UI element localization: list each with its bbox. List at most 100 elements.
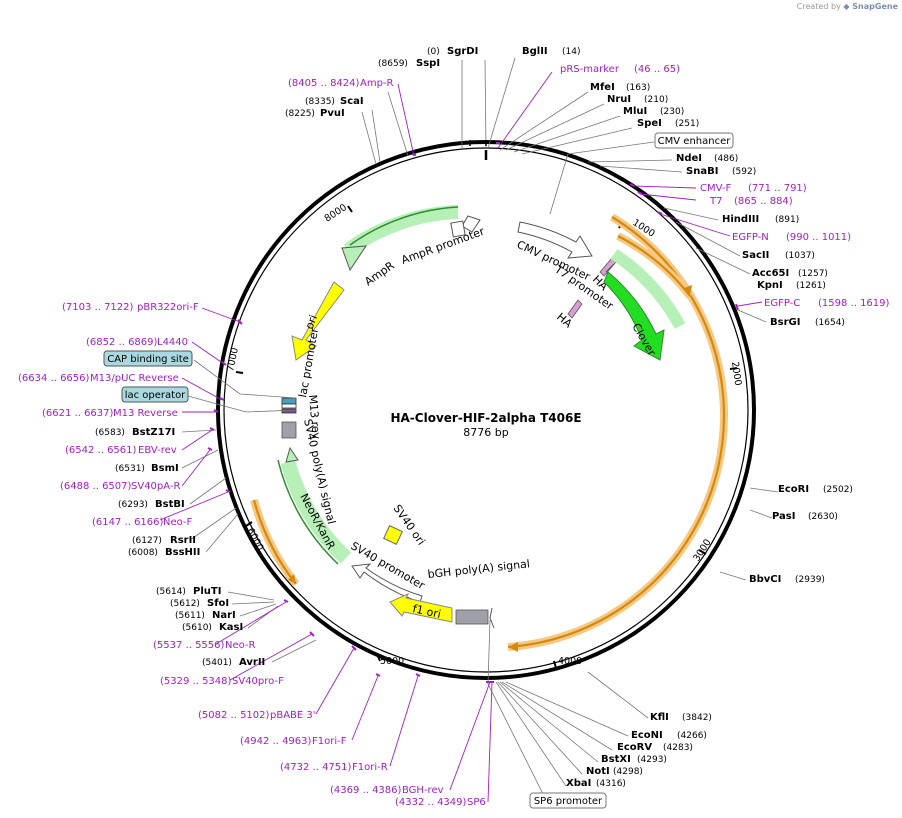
primer-name[interactable]: SV40pro-F bbox=[232, 676, 284, 687]
enzyme-name[interactable]: BbvCI bbox=[749, 574, 781, 585]
enzyme-name[interactable]: PasI bbox=[772, 511, 795, 522]
enzyme-name[interactable]: Acc65I bbox=[752, 268, 789, 279]
primer-mark bbox=[213, 409, 219, 413]
primer-name[interactable]: SV40pA-R bbox=[131, 481, 180, 492]
primer-range: (6852 .. 6869) bbox=[86, 337, 158, 348]
enzyme-pos: (6008) bbox=[128, 548, 158, 558]
enzyme-name[interactable]: NotI bbox=[586, 766, 610, 777]
orf-arc[interactable] bbox=[507, 213, 728, 652]
enzyme-name[interactable]: KasI bbox=[219, 622, 243, 633]
cmv-promoter-feature[interactable] bbox=[517, 221, 593, 259]
orf-inner-arrowhead bbox=[684, 285, 692, 296]
lac-features[interactable] bbox=[281, 397, 297, 439]
ruler-label-4000: 4000 bbox=[558, 656, 582, 667]
primer-name[interactable]: M13 Reverse bbox=[113, 408, 178, 419]
enzyme-name[interactable]: NruI bbox=[607, 94, 631, 105]
primer-name[interactable]: Neo-R bbox=[225, 640, 256, 651]
enzyme-name[interactable]: ScaI bbox=[340, 96, 364, 107]
enzyme-name[interactable]: SspI bbox=[416, 58, 440, 69]
primer-mark bbox=[657, 211, 663, 215]
enzyme-name[interactable]: BssHII bbox=[165, 547, 200, 558]
enzyme-pos: (6127) bbox=[132, 536, 162, 546]
enzyme-name[interactable]: SgrDI bbox=[447, 46, 478, 57]
primer-range: (4332 .. 4349) bbox=[395, 797, 467, 808]
bgh-polya-mark[interactable] bbox=[455, 609, 489, 625]
primer-mark bbox=[629, 183, 635, 187]
enzyme-name[interactable]: KpnI bbox=[757, 280, 783, 291]
enzyme-name[interactable]: BstXI bbox=[601, 754, 631, 765]
ha-mark-2[interactable] bbox=[567, 299, 583, 319]
primer-name[interactable]: SP6 bbox=[467, 797, 486, 808]
clover-arrow bbox=[603, 271, 665, 361]
enzyme-name[interactable]: BglII bbox=[522, 46, 548, 57]
enzyme-name[interactable]: SpeI bbox=[637, 118, 662, 129]
primer-name[interactable]: Neo-F bbox=[163, 517, 193, 528]
enzyme-pos: (4298) bbox=[613, 767, 643, 777]
primer-name[interactable]: CMV-F bbox=[700, 183, 731, 194]
enzyme-name[interactable]: BsrGI bbox=[770, 317, 800, 328]
enzyme-name[interactable]: NdeI bbox=[676, 153, 702, 164]
enzyme-pos: (5401) bbox=[202, 658, 232, 668]
enzyme-name[interactable]: BsmI bbox=[151, 463, 179, 474]
ruler-tick bbox=[553, 660, 557, 669]
primer-mark bbox=[735, 303, 739, 311]
enzyme-name[interactable]: AvrII bbox=[239, 657, 265, 668]
neo-arc-arrowhead bbox=[288, 574, 296, 584]
enzyme-name[interactable]: RsrII bbox=[170, 535, 196, 546]
enzyme-name[interactable]: XbaI bbox=[566, 778, 591, 789]
primer-name[interactable]: F1ori-F bbox=[312, 736, 347, 747]
enzyme-name[interactable]: PvuI bbox=[320, 108, 345, 119]
sv40-ori-mark[interactable] bbox=[383, 525, 403, 545]
ampr-feature[interactable] bbox=[341, 205, 481, 272]
boxed-feature-lac[interactable]: lac operator bbox=[121, 386, 189, 403]
enzyme-name[interactable]: EcoRI bbox=[778, 484, 809, 495]
primer-range: (4942 .. 4963) bbox=[240, 736, 312, 747]
primer-name[interactable]: BGH-rev bbox=[402, 785, 444, 796]
enzyme-name[interactable]: PluTI bbox=[193, 586, 221, 597]
primer-name[interactable]: pBR322ori-F bbox=[137, 302, 199, 313]
enzyme-name[interactable]: EcoNI bbox=[631, 730, 663, 741]
primer-name[interactable]: M13/pUC Reverse bbox=[90, 373, 179, 384]
boxed-feature-cap[interactable]: CAP binding site bbox=[103, 350, 193, 367]
primer-mark bbox=[415, 673, 421, 677]
sv40-promoter-feature[interactable] bbox=[351, 563, 423, 603]
enzyme-name[interactable]: BstZ17I bbox=[132, 427, 175, 438]
clover-feature[interactable] bbox=[603, 248, 686, 361]
neo-feature[interactable] bbox=[277, 446, 352, 565]
neo-orange-arc[interactable] bbox=[250, 498, 300, 587]
enzyme-name[interactable]: SfoI bbox=[207, 598, 229, 609]
f1-ori-label: f1 ori bbox=[411, 602, 442, 621]
primer-mark bbox=[219, 397, 225, 401]
enzyme-name[interactable]: MluI bbox=[623, 106, 647, 117]
enzyme-pos: (210) bbox=[644, 95, 668, 105]
enzyme-pos: (6583) bbox=[95, 428, 125, 438]
primer-name[interactable]: pRS-marker bbox=[560, 64, 620, 75]
lac-promoter-label: lac promoter bbox=[296, 326, 321, 398]
enzyme-name[interactable]: EcoRV bbox=[617, 742, 652, 753]
f1-ori-feature[interactable] bbox=[389, 592, 453, 623]
primer-name[interactable]: EBV-rev bbox=[138, 445, 177, 456]
cap-binding-site-box bbox=[103, 350, 193, 367]
enzyme-name[interactable]: NarI bbox=[212, 610, 236, 621]
primer-name[interactable]: pBABE 3' bbox=[270, 710, 316, 721]
ruler-tick bbox=[698, 549, 707, 555]
enzyme-name[interactable]: SnaBI bbox=[686, 166, 718, 177]
primer-mark bbox=[283, 599, 289, 603]
enzyme-name[interactable]: SacII bbox=[742, 250, 769, 261]
enzyme-name[interactable]: BstBI bbox=[155, 499, 185, 510]
primer-name[interactable]: EGFP-N bbox=[732, 232, 769, 243]
ruler-label-5000: 5000 bbox=[380, 656, 404, 667]
primer-name[interactable]: F1ori-R bbox=[352, 762, 388, 773]
primer-name[interactable]: L4440 bbox=[157, 337, 188, 348]
ori-feature[interactable] bbox=[291, 281, 345, 361]
primer-name[interactable]: EGFP-C bbox=[764, 298, 800, 309]
neo-head bbox=[285, 446, 299, 463]
primer-mark bbox=[209, 427, 215, 431]
boxed-feature-cmv[interactable]: CMV enhancer bbox=[654, 132, 734, 149]
boxed-feature-sp6[interactable]: SP6 promoter bbox=[529, 792, 607, 809]
enzyme-name[interactable]: KflI bbox=[650, 712, 669, 723]
primer-name[interactable]: T7 bbox=[709, 196, 722, 207]
primer-name[interactable]: Amp-R bbox=[360, 78, 394, 89]
enzyme-name[interactable]: MfeI bbox=[590, 82, 615, 93]
enzyme-name[interactable]: HindIII bbox=[722, 214, 759, 225]
